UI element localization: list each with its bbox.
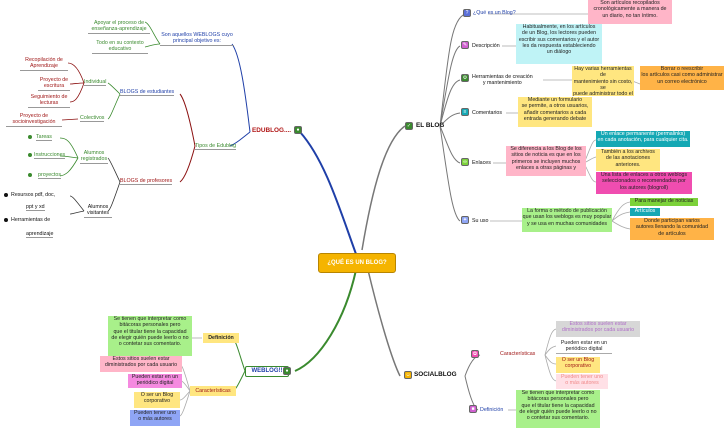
bullet-icon	[28, 173, 32, 177]
permalink-box: Un enlace permanente (permalinks) en cad…	[596, 131, 690, 147]
borrar-box: Borrar o reescribir los artículos casi c…	[640, 66, 724, 90]
blogs-profesores-text: BLOGS de profesores	[120, 178, 173, 186]
link-icon: ∞	[461, 158, 469, 166]
weblog-definicion-label[interactable]: Definición	[203, 333, 239, 343]
alumnos-registrados-text: Alumnos registrados	[80, 150, 108, 164]
seguimiento-text: Seguimiento de lecturas	[28, 94, 70, 108]
weblog-definicion-box: Se tienen que interpretar como bitácoras…	[108, 316, 192, 356]
link-elblog-descripcion	[439, 45, 461, 127]
globe-icon: ●	[294, 126, 302, 134]
bullet-icon	[4, 193, 8, 197]
blogs-estudiantes-text: BLOGS de estudiantes	[120, 89, 175, 97]
comentarios-box: Mediante un formulario se permite, a otr…	[518, 97, 592, 127]
herramientas-box: Hay varias herramientas de mantenimiento…	[572, 66, 634, 96]
contexto-text: Todo en su contexto educativo	[92, 40, 148, 54]
weblog-c2-box: Pueden estar en un periódico digital	[128, 374, 182, 388]
link-root-weblog	[294, 269, 357, 372]
recursos-text: Resursos pdf, doc,	[11, 192, 56, 198]
edublog-node[interactable]: EDUBLOG....	[252, 127, 292, 134]
link-root-socialblog	[367, 269, 401, 377]
apoyar-text: Apoyar el proceso de enseñanza-aprendiza…	[88, 20, 150, 34]
blogroll-box: Una lista de enlaces a otros weblogs sel…	[596, 172, 692, 194]
smiley-icon: ☺	[404, 371, 412, 379]
proyecto-escritura-text: Proyecto de escritura	[38, 77, 70, 91]
son-aquellos-text: Son aquellos WEBLOGS cuyo principal obje…	[160, 32, 234, 46]
link-edublog-son-aquellos	[231, 43, 251, 133]
noticias-box: Para manejar de noticias	[630, 198, 698, 206]
link-root-elblog	[361, 125, 406, 251]
que-es-box: Son artículos recopilados cronológicamen…	[588, 0, 672, 24]
herramientas-label[interactable]: Herramientas de creación y mantenimiento	[472, 74, 533, 87]
enlaces-label[interactable]: Enlaces	[472, 160, 491, 166]
social-definicion-label[interactable]: Definición	[480, 407, 504, 413]
social-c1-box: Estos sitios suelen estar diministrados …	[556, 321, 640, 337]
book-icon: ■	[469, 405, 477, 413]
weblog-c3-box: O ser un Blog corporativo	[134, 392, 180, 408]
herramientas-edu-text: Herramientas de	[11, 217, 51, 223]
comment-icon: ≡	[461, 108, 469, 116]
weblog-c4-box: Pueden tener uno o más autores	[130, 410, 180, 426]
weblog-c1-box: Estos sitios suelen estar diministrados …	[100, 356, 182, 372]
use-icon: ✦	[461, 216, 469, 224]
proyecto-social-text: Proyecto de socioinvestigación	[6, 113, 62, 127]
weblog-caracteristicas-label[interactable]: Características	[190, 386, 236, 396]
comentarios-label[interactable]: Comentarios	[472, 110, 503, 116]
bullet-icon	[28, 135, 32, 139]
varios-autores-box: Donde participan varios autores llenando…	[630, 218, 714, 240]
su-uso-label[interactable]: Su uso	[472, 218, 489, 224]
tareas-text: Tareas	[36, 134, 52, 142]
link-elblog-suuso	[439, 125, 461, 222]
enlaces-box: Se diferencia a los Blog de los sitios d…	[506, 146, 586, 176]
el-blog-node[interactable]: EL BLOG	[416, 122, 445, 129]
individual-text: Individual	[84, 79, 107, 87]
question-icon: ?	[463, 9, 471, 17]
link-elblog-que-es	[439, 13, 466, 127]
link-elblog-enlaces	[439, 125, 461, 164]
aprendizaje-text: aprendizaje	[26, 231, 54, 239]
link-elblog-comentarios	[439, 112, 461, 127]
social-c3-box: O ser un Blog corporativo	[556, 357, 600, 373]
social-c2-box: Pueden estar en un periódico digital	[556, 340, 612, 354]
colectivos-text: Colectivos	[80, 115, 105, 123]
link-edublog-tipos	[229, 131, 251, 147]
people-icon: ✿	[471, 350, 479, 358]
el-blog-icon: ✓	[405, 122, 413, 130]
link-root-edublog	[299, 131, 357, 255]
globe-icon: ●	[283, 367, 291, 375]
proyectos-text: proyectos	[38, 172, 61, 180]
tipos-edublog-text: Tipos de Edublog	[195, 143, 237, 151]
root-node[interactable]: ¿QUÉ ES UN BLOG?	[318, 253, 396, 273]
que-es-label[interactable]: ¿Qué es un Blog?	[473, 10, 516, 16]
social-caracteristicas-label[interactable]: Características	[500, 351, 536, 357]
socialblog-node[interactable]: SOCIALBLOG	[414, 371, 457, 378]
descripcion-box: Habitualmente, en los artículos de un Bl…	[516, 24, 602, 64]
ppt-text: ppt y xd	[26, 204, 45, 212]
alumnos-visitantes-text: Alumnos visitantes	[84, 204, 112, 218]
archivos-box: También a los archivos de las anotacione…	[596, 149, 660, 171]
tools-icon: ⚙	[461, 74, 469, 82]
pencil-icon: ✎	[461, 41, 469, 49]
social-c4-box: Pueden tener uno o más autores	[556, 374, 608, 389]
bullet-icon	[4, 218, 8, 222]
link-elblog-herramientas	[439, 79, 461, 127]
social-definicion-box: Se tienen que interpretar como bitácoras…	[516, 390, 600, 428]
descripcion-label[interactable]: Descripción	[472, 43, 500, 49]
bullet-icon	[28, 153, 32, 157]
articulos-box: Artículos	[630, 208, 660, 216]
recopilacion-text: Recopilación de Aprendizaje	[20, 57, 68, 71]
instrucciones-text: Instrucciones	[34, 152, 66, 160]
su-uso-box: La forma o método de publicación que usa…	[522, 208, 612, 232]
